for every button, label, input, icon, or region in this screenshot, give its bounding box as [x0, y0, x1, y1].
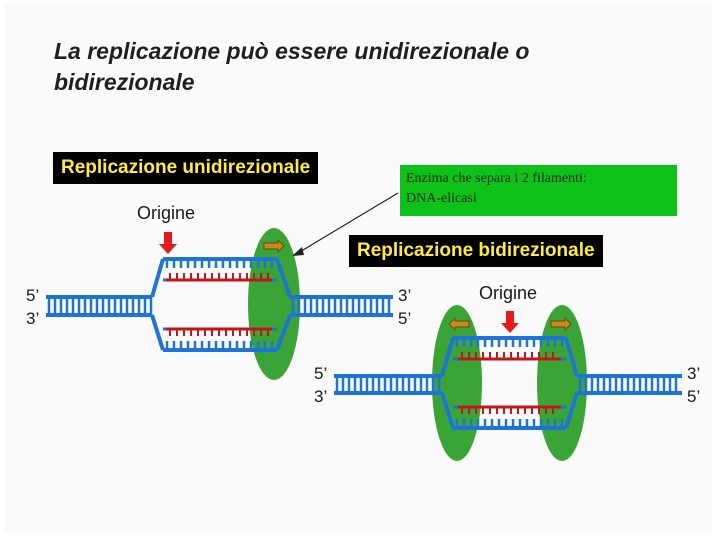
bi-fork-bottom-left [440, 392, 455, 429]
bi-helicase-zone-right [537, 305, 587, 461]
uni-fork-bottom-right [275, 314, 292, 351]
uni-origin-arrow-head [159, 244, 177, 254]
bi-fork-top-right [564, 337, 579, 377]
enzyme-callout-line1: Enzima che separa i 2 filamenti: [406, 171, 587, 186]
bi-left-bottom-end: 3’ [314, 387, 328, 406]
uni-fork-top-left [150, 258, 165, 298]
bidirectional-label: Replicazione bidirezionale [349, 235, 603, 267]
uni-left-bottom-end: 3’ [26, 309, 40, 328]
uni-left-top-end: 5’ [26, 286, 40, 305]
uni-fork-top-right [275, 258, 292, 298]
uni-right-bottom-end: 5’ [398, 309, 412, 328]
slide-background [4, 4, 712, 532]
unidirectional-diagram [46, 228, 393, 380]
uni-origin-label: Origine [137, 203, 196, 223]
bi-helicase-arrow-left [448, 316, 470, 332]
uni-helicase-zone [248, 228, 300, 380]
uni-helicase-arrow [263, 238, 285, 254]
uni-right-top-end: 3’ [398, 286, 412, 305]
enzyme-callout-line2: DNA-elicasi [406, 191, 477, 206]
bi-helicase-arrow-right [550, 316, 572, 332]
bi-left-top-end: 5’ [314, 364, 328, 383]
bidirectional-diagram [334, 305, 682, 461]
unidirectional-label: Replicazione unidirezionale [53, 152, 319, 184]
bi-origin-arrow-head [501, 323, 519, 333]
bi-origin-arrow-shaft [506, 311, 514, 323]
bi-origin-label: Origine [479, 283, 538, 303]
bi-helicase-zone-left [432, 305, 482, 461]
bi-right-top-end: 3’ [687, 364, 701, 383]
slide-title: La replicazione può essere unidirezional… [54, 38, 530, 95]
enzyme-callout: Enzima che separa i 2 filamenti: DNA-eli… [400, 165, 677, 216]
bi-fork-top-left [440, 337, 455, 377]
bi-right-bottom-end: 5’ [687, 387, 701, 406]
bi-fork-bottom-right [564, 392, 579, 429]
enzyme-pointer-line [297, 192, 399, 254]
enzyme-pointer-arrowhead [292, 247, 304, 256]
uni-origin-arrow-shaft [164, 232, 172, 244]
uni-fork-bottom-left [150, 314, 165, 351]
